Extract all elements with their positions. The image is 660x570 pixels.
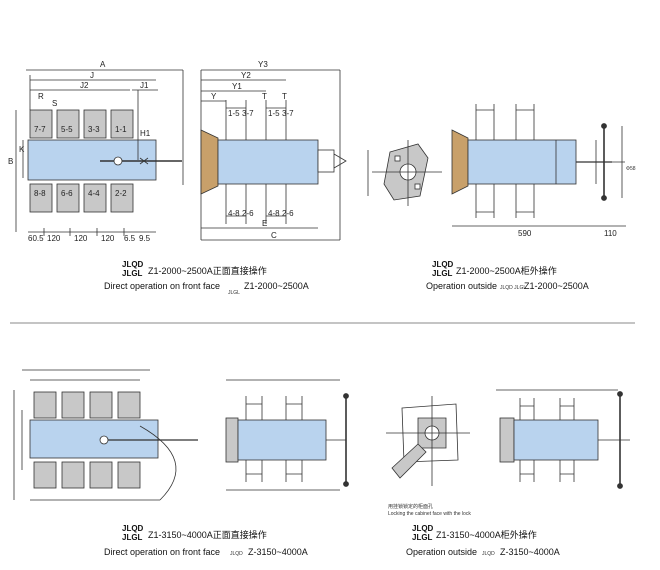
caption-en-pre: Direct operation on front face (104, 547, 220, 557)
model-line2: JLGL (432, 269, 453, 278)
phase-label-bottom-1: 8-8 (34, 189, 46, 198)
caption-en-model: JLQD (482, 551, 495, 557)
side-view-outside-3150a (496, 389, 630, 489)
caption-top-right: JLQD JLGL Z1-2000~2500A柜外操作 Operation ou… (426, 260, 589, 291)
dim-k: K (19, 145, 25, 154)
dim-w2: 120 (47, 234, 61, 243)
dim-j: J (90, 71, 94, 80)
caption-cn: Z1-2000~2500A柜外操作 (456, 265, 557, 276)
side-view-2000a-dims: Y3 Y2 Y1 Y T T E C 1-5 3-7 1-5 3-7 4-8 2… (211, 60, 294, 240)
side-view-3150a (225, 379, 349, 491)
dim-y3: Y3 (258, 60, 268, 69)
front-view-3150a (13, 369, 198, 501)
panel-cutout-3150a (386, 396, 470, 486)
dim-110: 110 (604, 229, 617, 238)
dim-phi: Φ58 (626, 166, 636, 172)
model-line1: JLQD (432, 260, 454, 269)
caption-en-post: Z1-2000~2500A (244, 281, 309, 291)
caption-en-pre: Direct operation on front face (104, 281, 220, 291)
front-view-2000a-dims: A J J2 J1 R S H1 K B 60.5 120 120 120 6.… (8, 60, 151, 243)
dim-590: 590 (518, 229, 532, 238)
model-line1: JLQD (122, 260, 144, 269)
dim-j1: J1 (140, 81, 149, 90)
dim-b: B (8, 157, 13, 166)
dim-a: A (100, 60, 106, 69)
pole-label-top-4: 3-7 (282, 109, 294, 118)
top-right-dims: 590 110 Φ58 (518, 166, 636, 238)
caption-en-model: JLQD (230, 551, 243, 557)
front-view-2000a (15, 69, 184, 236)
side-view-outside-2000a (451, 104, 626, 227)
dim-s: S (52, 99, 57, 108)
dim-w5: 6.5 (124, 234, 136, 243)
caption-en-model: JLGL (228, 290, 240, 296)
lock-note-cn: 用挂锁锁定的柜面孔 (388, 503, 433, 510)
dim-y: Y (211, 92, 217, 101)
dim-t: T (262, 92, 267, 101)
dim-c: C (271, 231, 277, 240)
pole-label-bottom-4: 2-6 (282, 209, 294, 218)
pole-label-bottom-1: 4-8 (228, 209, 240, 218)
dim-w6: 9.5 (139, 234, 151, 243)
dim-j2: J2 (80, 81, 89, 90)
phase-label-bottom-3: 4-4 (88, 189, 100, 198)
caption-cn: Z1-3150~4000A正面直接操作 (148, 529, 267, 540)
pole-label-top-2: 3-7 (242, 109, 254, 118)
phase-label-top-3: 3-3 (88, 125, 100, 134)
phase-label-bottom-4: 2-2 (115, 189, 127, 198)
caption-en-pre: Operation outside (406, 547, 477, 557)
dim-y1: Y1 (232, 82, 242, 91)
lock-note-en: Locking the cabinet face with the lock (388, 511, 471, 517)
caption-bottom-right: JLQD JLGL Z1-3150~4000A柜外操作 Operation ou… (406, 524, 560, 557)
side-view-2000a (200, 69, 347, 241)
phase-label-top-2: 5-5 (61, 125, 73, 134)
phase-label-top-1: 7-7 (34, 125, 46, 134)
model-line2: JLGL (412, 533, 433, 542)
phase-label-bottom-2: 6-6 (61, 189, 73, 198)
model-line2: JLGL (122, 269, 143, 278)
caption-en-pre: Operation outside (426, 281, 497, 291)
pole-label-bottom-3: 4-8 (268, 209, 280, 218)
caption-en-post: Z-3150~4000A (248, 547, 308, 557)
pole-label-top-3: 1-5 (268, 109, 280, 118)
caption-cn: Z1-3150~4000A柜外操作 (436, 529, 537, 540)
caption-cn: Z1-2000~2500A正面直接操作 (148, 265, 267, 276)
phase-label-top-4: 1-1 (115, 125, 127, 134)
model-line1: JLQD (122, 524, 144, 533)
dim-t2: T (282, 92, 287, 101)
pole-label-top-1: 1-5 (228, 109, 240, 118)
dim-e: E (262, 219, 267, 228)
model-line2: JLGL (122, 533, 143, 542)
panel-cutout-2000a (367, 140, 442, 206)
dim-w3: 120 (74, 234, 88, 243)
model-line1: JLQD (412, 524, 434, 533)
pole-label-bottom-2: 2-6 (242, 209, 254, 218)
dim-y2: Y2 (241, 71, 251, 80)
dim-r: R (38, 92, 44, 101)
caption-bottom-left: JLQD JLGL Z1-3150~4000A正面直接操作 Direct ope… (104, 524, 308, 557)
caption-en-model: JLQD JLGL (500, 285, 526, 291)
caption-en-post: Z1-2000~2500A (524, 281, 589, 291)
caption-top-left: JLQD JLGL Z1-2000~2500A正面直接操作 Direct ope… (104, 260, 309, 296)
dim-h1: H1 (140, 129, 151, 138)
caption-en-post: Z-3150~4000A (500, 547, 560, 557)
dim-w4: 120 (101, 234, 115, 243)
lock-note: 用挂锁锁定的柜面孔 Locking the cabinet face with … (388, 503, 471, 517)
dim-w1: 60.5 (28, 234, 44, 243)
